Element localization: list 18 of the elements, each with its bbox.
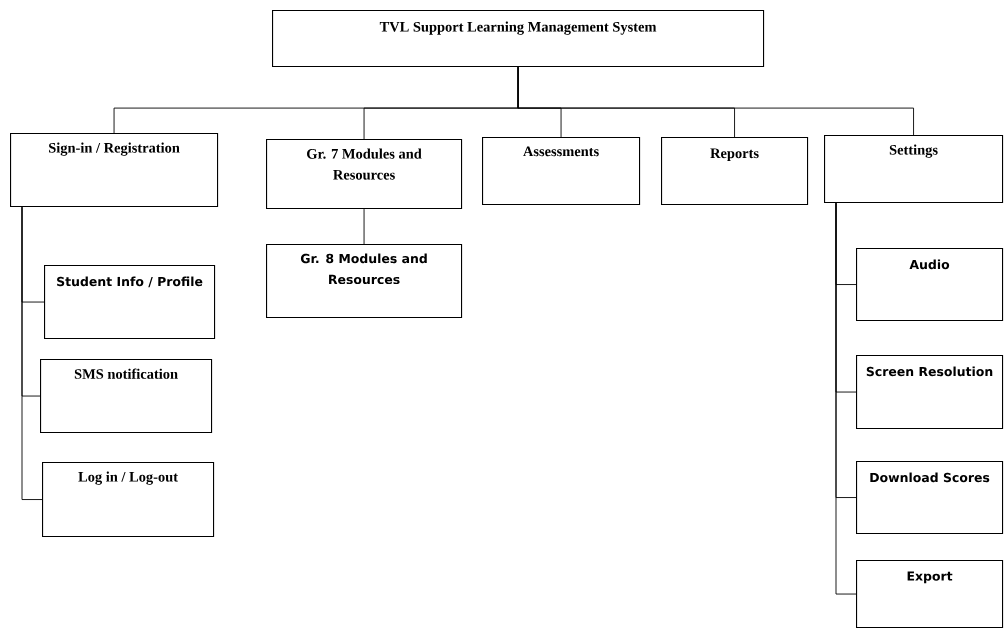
menu-box: Settings [824,135,1004,204]
submenu-box: Screen Resolution [856,355,1004,430]
connector-line [517,66,914,136]
connector-line [21,206,43,500]
submenu-box: Log in / Log-out [42,462,215,538]
submenu-box: Gr. 8 Modules and Resources [266,244,463,319]
menu-box: Sign-in / Registration [10,133,219,208]
submenu-box: Download Scores [856,461,1004,535]
menu-box: Gr. 7 Modules and Resources [266,139,463,210]
connector-line [363,208,365,245]
menu-box: Reports [661,137,809,206]
submenu-box: Audio [856,248,1004,322]
menu-box: Assessments [482,137,641,206]
submenu-box: Export [856,560,1004,628]
submenu-box: Student Info / Profile [44,265,216,340]
submenu-box: SMS notification [40,359,213,434]
connector-line [835,202,857,595]
title-box: TVL Support Learning Management System [272,10,765,68]
